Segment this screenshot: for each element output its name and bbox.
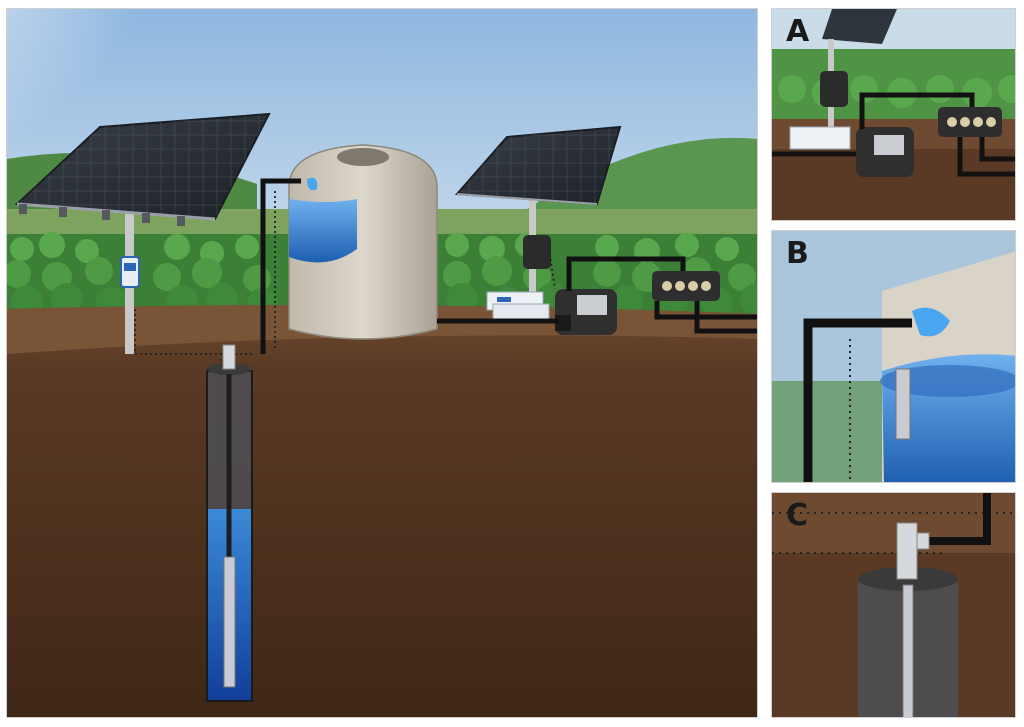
main-illustration <box>7 9 757 717</box>
float-switch-icon <box>895 368 911 440</box>
float-switch-icon <box>120 256 140 288</box>
wellhead <box>222 344 236 370</box>
water-splash-icon <box>307 177 318 191</box>
inset-label-b: B <box>786 236 809 271</box>
wellhead <box>896 522 918 580</box>
battery-icon <box>486 291 550 321</box>
main-scene <box>6 8 758 718</box>
junction-box-icon <box>652 271 720 301</box>
water-tank-icon <box>288 144 438 340</box>
solar-array-right <box>454 125 622 317</box>
controller-icon <box>555 289 617 335</box>
power-cables <box>260 178 757 354</box>
inset-c-wellhead-detail: C <box>771 492 1016 718</box>
inset-label-a: A <box>786 14 810 49</box>
inset-label-c: C <box>786 498 809 533</box>
well <box>206 344 253 702</box>
battery-icon <box>789 126 851 150</box>
inset-a-controller-detail: A <box>771 8 1016 221</box>
pump-icon <box>223 556 236 688</box>
charge-controller-icon <box>523 235 551 269</box>
soil <box>7 305 757 717</box>
sun-glare <box>7 9 167 169</box>
water-splash-icon <box>912 307 950 337</box>
tank-water <box>289 199 357 263</box>
drop-pipe <box>902 584 914 717</box>
charge-controller-icon <box>820 71 848 107</box>
storage-tank <box>288 144 438 340</box>
solar-array-left <box>14 112 271 354</box>
inset-b-tank-inlet-detail: B <box>771 230 1016 483</box>
